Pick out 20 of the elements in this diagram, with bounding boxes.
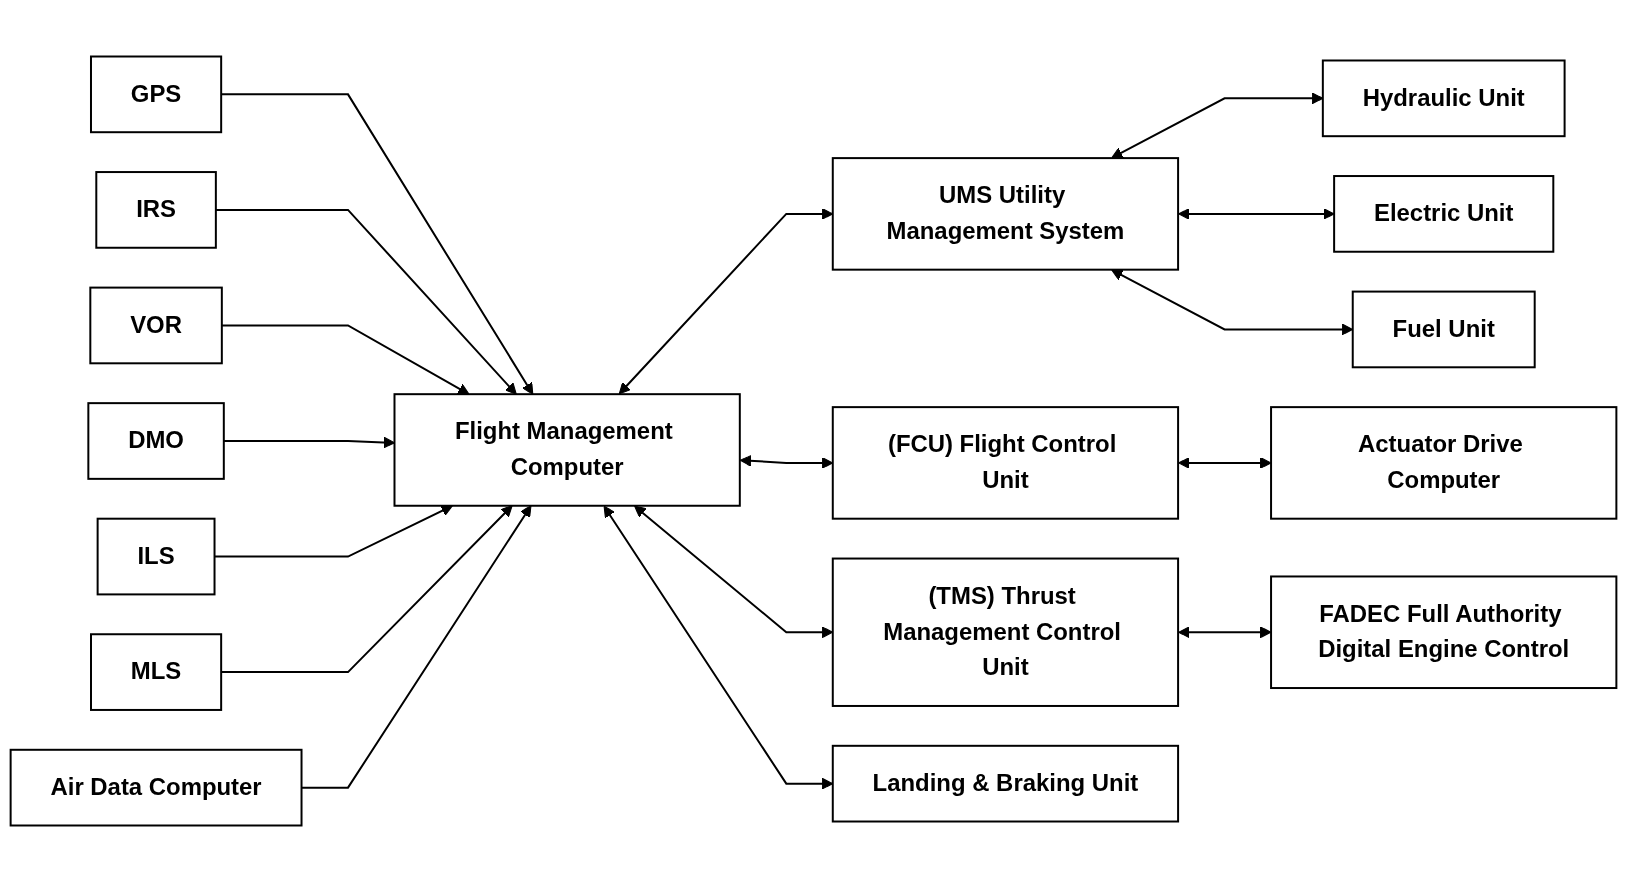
node-box: IRS — [95, 171, 217, 249]
node-box: VOR — [89, 286, 223, 365]
node-box: FADEC Full Authority Digital Engine Control — [1270, 575, 1618, 690]
node-box: Flight Management Computer — [393, 393, 741, 507]
node-box: MLS — [90, 633, 223, 711]
node-box: Fuel Unit — [1351, 290, 1536, 369]
node-box: GPS — [90, 55, 223, 134]
arrow — [1178, 208, 1335, 220]
node-box: Actuator Drive Computer — [1270, 406, 1618, 520]
node-box: (FCU) Flight Control Unit — [831, 406, 1180, 520]
node-box: Electric Unit — [1333, 175, 1555, 253]
node-box: Landing & Braking Unit — [831, 744, 1180, 823]
node-box: ILS — [96, 517, 216, 596]
node-box: Hydraulic Unit — [1321, 59, 1566, 138]
node-box: (TMS) Thrust Management Control Unit — [831, 557, 1180, 707]
node-box: UMS Utility Management System — [831, 157, 1180, 271]
node-box: DMO — [87, 402, 225, 480]
arrow — [1178, 457, 1272, 469]
arrow — [1178, 626, 1272, 639]
node-box: Air Data Computer — [9, 748, 303, 827]
